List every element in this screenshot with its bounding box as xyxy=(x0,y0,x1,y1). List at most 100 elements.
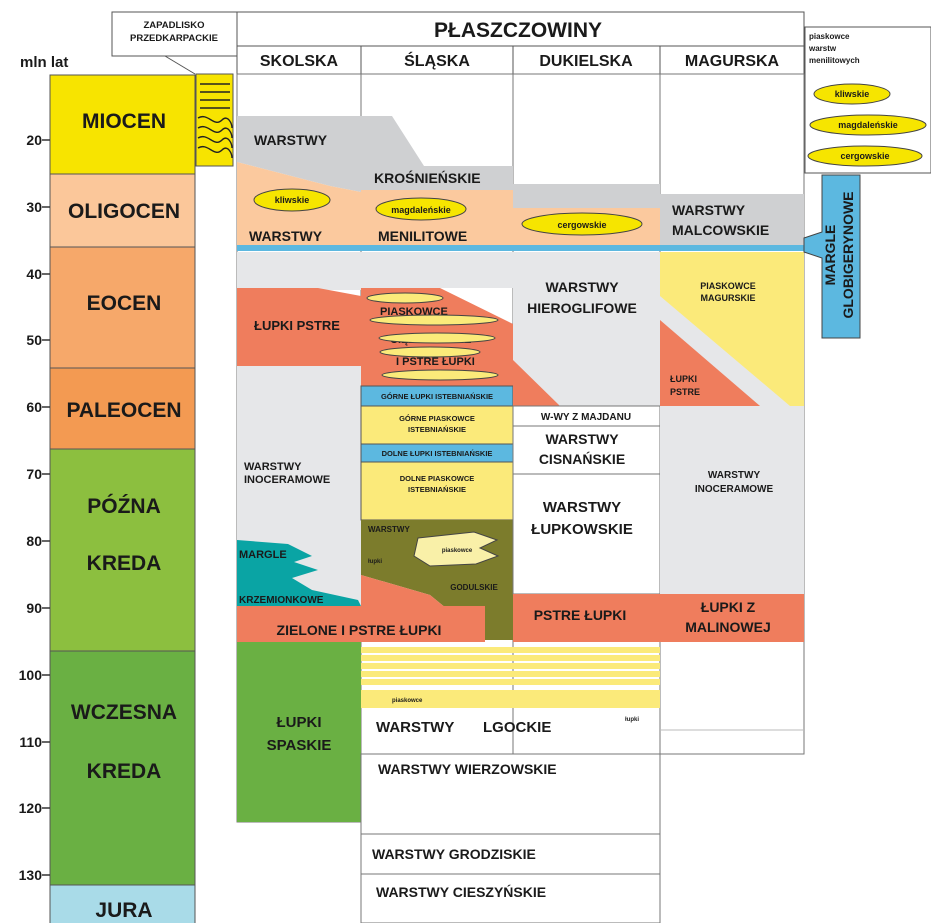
skolska-spaskie xyxy=(237,642,361,822)
globigerynowe-label: GLOBIGERYNOWE xyxy=(840,191,856,318)
skolska-spaskie-label-1: ŁUPKI xyxy=(277,714,322,731)
skolska-kliwskie-label: kliwskie xyxy=(275,195,310,205)
dukielska-lupkowskie-label-2: ŁUPKOWSKIE xyxy=(531,521,633,538)
slaska-godulskie-warstwy-label: WARSTWY xyxy=(368,525,410,534)
tick-label: 20 xyxy=(26,132,42,148)
epoch-pozna-kreda xyxy=(50,449,195,651)
dukielska-column: cergowskie WARSTWY HIEROGLIFOWE W-WY Z M… xyxy=(513,184,660,642)
skolska-krzemionkowe-label: KRZEMIONKOWE xyxy=(239,595,324,606)
legend-title-2: warstw xyxy=(808,44,837,53)
epoch-label-kreda-1: KREDA xyxy=(87,552,162,575)
magurska-inoceramowe-label-1: WARSTWY xyxy=(708,470,761,481)
slaska-eocene-grey xyxy=(361,252,513,288)
epoch-label-miocen: MIOCEN xyxy=(82,110,166,133)
skolska-warstwy-label: WARSTWY xyxy=(254,132,328,148)
slaska-menilitowe-label: MENILITOWE xyxy=(378,228,467,244)
legend-title-3: menilitowych xyxy=(809,56,860,65)
magurska-lupki-pstre-label-1: ŁUPKI xyxy=(670,374,697,384)
margle-globigerynowe-callout: MARGLE GLOBIGERYNOWE xyxy=(804,175,860,338)
tick-label: 30 xyxy=(26,199,42,215)
tick-label: 100 xyxy=(19,667,43,683)
page-title: PŁASZCZOWINY xyxy=(434,19,602,42)
unit-header-skolska: SKOLSKA xyxy=(260,53,339,70)
magurska-malinowej-label-2: MALINOWEJ xyxy=(685,619,771,635)
slaska-zielone-olive-tail xyxy=(485,606,513,640)
tick-label: 130 xyxy=(19,867,43,883)
slaska-gorne-piaskowce-label-1: GÓRNE PIASKOWCE xyxy=(399,414,475,423)
magurska-malcowskie-label-2: MALCOWSKIE xyxy=(672,222,769,238)
dukielska-cergowskie-label: cergowskie xyxy=(557,220,606,230)
epoch-label-jura: JURA xyxy=(95,899,152,922)
epoch-label-paleocen: PALEOCEN xyxy=(66,399,181,422)
slaska-gorne-lupki-label: GÓRNE ŁUPKI ISTEBNIAŃSKIE xyxy=(381,392,493,401)
dukielska-hieroglifowe-label-1: WARSTWY xyxy=(545,279,619,295)
dukielska-cisnanskie-label-1: WARSTWY xyxy=(545,431,619,447)
slaska-gorne-piaskowce-label-2: ISTEBNIAŃSKIE xyxy=(408,425,466,434)
skolska-column: WARSTWY kliwskie WARSTWY ŁUPKI PSTRE WAR… xyxy=(237,116,361,822)
slaska-cieszynskie-label: WARSTWY CIESZYŃSKIE xyxy=(376,884,546,900)
slaska-ciezkowickie-lens xyxy=(370,315,498,325)
slaska-magdalenskie-label: magdaleńskie xyxy=(391,205,451,215)
header: PŁASZCZOWINY SKOLSKA ŚLĄSKA DUKIELSKA MA… xyxy=(237,12,804,74)
unit-header-dukielska: DUKIELSKA xyxy=(539,53,633,70)
dukielska-krosno-grey xyxy=(513,184,660,208)
slaska-krosnienskie-label: KROŚNIEŃSKIE xyxy=(374,169,481,186)
skolska-inoceramowe-label-1: WARSTWY xyxy=(244,461,302,473)
slaska-grodziskie-label: WARSTWY GRODZISKIE xyxy=(372,846,536,862)
skolska-eocene-grey xyxy=(237,252,361,290)
slaska-lgockie-label-1: WARSTWY xyxy=(376,719,454,736)
skolska-lupki-pstre-label: ŁUPKI PSTRE xyxy=(254,318,340,333)
slaska-dolne-piaskowce-label-2: ISTEBNIAŃSKIE xyxy=(408,485,466,494)
dukielska-cisnanskie-label-2: CISNAŃSKIE xyxy=(539,451,625,467)
magurska-piaskowce-label-1: PIASKOWCE xyxy=(700,281,756,291)
epoch-label-eocen: EOCEN xyxy=(87,292,162,315)
magurska-column: WARSTWY MALCOWSKIE PIASKOWCE MAGURSKIE Ł… xyxy=(660,194,804,642)
epoch-label-pozna: PÓŹNA xyxy=(87,494,161,518)
skolska-spaskie-label-2: SPASKIE xyxy=(267,737,332,754)
unit-header-slaska: ŚLĄSKA xyxy=(404,51,470,70)
tick-label: 120 xyxy=(19,800,43,816)
slaska-godulskie-lupki-label: łupki xyxy=(368,559,382,565)
slaska-wierzowskie-label: WARSTWY WIERZOWSKIE xyxy=(378,761,557,777)
slaska-godulskie-piaskowce-label: piaskowce xyxy=(442,548,473,554)
skolska-zielone-label: ZIELONE I PSTRE ŁUPKI xyxy=(277,622,442,638)
slaska-godulskie-label: GODULSKIE xyxy=(450,583,498,592)
epoch-column: MIOCEN OLIGOCEN EOCEN PALEOCEN PÓŹNA KRE… xyxy=(50,75,195,923)
slaska-dolne-piaskowce-label-1: DOLNE PIASKOWCE xyxy=(400,474,475,483)
dukielska-lupkowskie-label-1: WARSTWY xyxy=(543,499,621,516)
slaska-lgockie-label-2: LGOCKIE xyxy=(483,719,551,736)
margle-label: MARGLE xyxy=(822,225,838,286)
tick-label: 40 xyxy=(26,266,42,282)
skolska-warstwy-bottom-label: WARSTWY xyxy=(249,228,323,244)
magurska-malinowej-label-1: ŁUPKI Z xyxy=(701,599,756,615)
tick-label: 50 xyxy=(26,332,42,348)
slaska-lens-5 xyxy=(382,370,498,380)
magurska-inoceramowe-label-2: INOCERAMOWE xyxy=(695,484,774,495)
slaska-dolne-lupki-label: DOLNE ŁUPKI ISTEBNIAŃSKIE xyxy=(382,449,493,458)
dukielska-pstre-lupki-label: PSTRE ŁUPKI xyxy=(534,607,627,623)
epoch-label-wczesna: WCZESNA xyxy=(71,701,177,724)
legend-magdalenskie-label: magdaleńskie xyxy=(838,120,898,130)
slaska-piaskowce-lens xyxy=(367,293,443,303)
slaska-lgockie-piaskowce-label: piaskowce xyxy=(392,698,423,704)
tick-label: 80 xyxy=(26,533,42,549)
foredeep-label-2: PRZEDKARPACKIE xyxy=(130,33,218,44)
slaska-lens-3 xyxy=(379,333,495,343)
dukielska-majdanu-label: W-WY Z MAJDANU xyxy=(541,412,631,423)
unit-header-magurska: MAGURSKA xyxy=(685,53,780,70)
legend-cergowskie-label: cergowskie xyxy=(840,151,889,161)
foredeep-label-1: ZAPADLISKO xyxy=(143,20,204,31)
legend: piaskowce warstw menilitowych kliwskie m… xyxy=(805,27,931,173)
magurska-malcowskie-label-1: WARSTWY xyxy=(672,202,746,218)
skolska-margle-label: MARGLE xyxy=(239,549,287,561)
tick-label: 60 xyxy=(26,399,42,415)
axis-unit-label: mln lat xyxy=(20,54,68,71)
slaska-lgockie-lupki-label: łupki xyxy=(625,717,639,723)
legend-title-1: piaskowce xyxy=(809,32,850,41)
legend-kliwskie-label: kliwskie xyxy=(835,89,870,99)
tick-label: 70 xyxy=(26,466,42,482)
epoch-label-oligocen: OLIGOCEN xyxy=(68,200,180,223)
epoch-label-kreda-2: KREDA xyxy=(87,760,162,783)
globigerina-marl-line xyxy=(237,245,804,251)
